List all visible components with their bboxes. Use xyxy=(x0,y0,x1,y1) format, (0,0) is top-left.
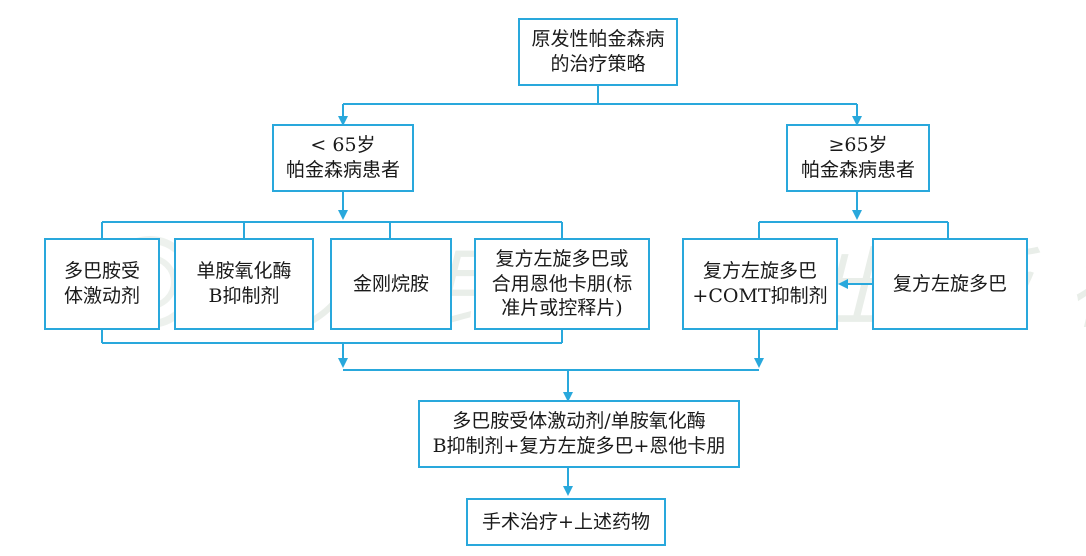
dopamine-agonist-label: 多巴胺受 体激动剂 xyxy=(63,260,140,307)
levodopa-label: 复方左旋多巴 xyxy=(892,272,1007,295)
maob-label: 单胺氧化酶 B抑制剂 xyxy=(196,260,292,307)
levodopa-node: 复方左旋多巴 xyxy=(872,238,1028,330)
combined-therapy-label: 多巴胺受体激动剂/单胺氧化酶 B抑制剂+复方左旋多巴+恩他卡朋 xyxy=(432,410,726,457)
combined-therapy-node: 多巴胺受体激动剂/单胺氧化酶 B抑制剂+复方左旋多巴+恩他卡朋 xyxy=(418,400,740,468)
under65-node: < 65岁 帕金森病患者 xyxy=(272,124,414,192)
under65-label: < 65岁 帕金森病患者 xyxy=(285,134,400,181)
surgery-node: 手术治疗+上述药物 xyxy=(466,498,666,546)
amantadine-label: 金刚烷胺 xyxy=(352,272,429,295)
surgery-label: 手术治疗+上述药物 xyxy=(482,510,650,533)
root-node: 原发性帕金森病 的治疗策略 xyxy=(518,18,678,86)
root-label: 原发性帕金森病 的治疗策略 xyxy=(531,28,665,75)
maob-node: 单胺氧化酶 B抑制剂 xyxy=(174,238,314,330)
over65-label: ≥65岁 帕金森病患者 xyxy=(800,134,915,181)
levodopa-combo-node: 复方左旋多巴或 合用恩他卡朋(标 准片或控释片) xyxy=(474,238,650,330)
over65-node: ≥65岁 帕金森病患者 xyxy=(786,124,930,192)
dopamine-agonist-node: 多巴胺受 体激动剂 xyxy=(44,238,160,330)
levodopa-comt-node: 复方左旋多巴 +COMT抑制剂 xyxy=(682,238,838,330)
levodopa-comt-label: 复方左旋多巴 +COMT抑制剂 xyxy=(692,260,828,307)
amantadine-node: 金刚烷胺 xyxy=(330,238,452,330)
levodopa-combo-label: 复方左旋多巴或 合用恩他卡朋(标 准片或控释片) xyxy=(491,247,633,320)
